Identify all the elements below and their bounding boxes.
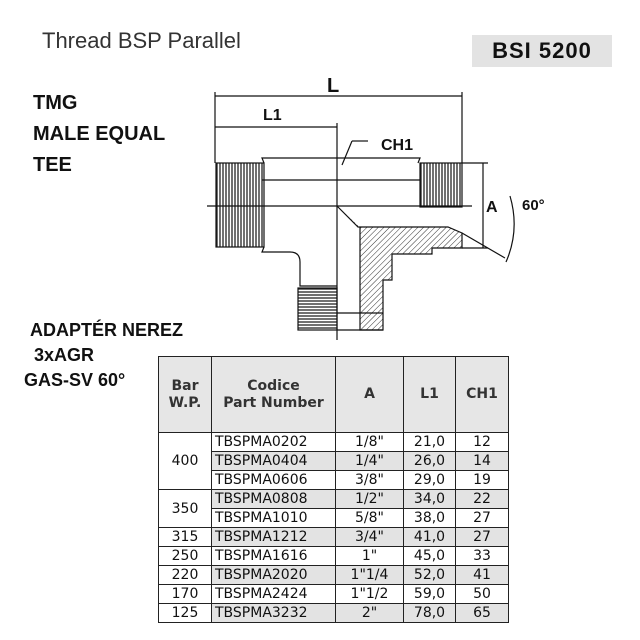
standard-badge: BSI 5200 — [472, 35, 612, 67]
cell-code: TBSPMA1010 — [211, 508, 336, 528]
cell-code: TBSPMA0202 — [211, 432, 336, 452]
dimension-CH1-label: CH1 — [381, 137, 413, 154]
cell-bar: 350 — [158, 489, 212, 528]
cell-l1: 78,0 — [403, 603, 456, 623]
cell-a: 1/4" — [335, 451, 404, 471]
cell-code: TBSPMA2424 — [211, 584, 336, 604]
product-subtitle: ADAPTÉR NEREZ 3xAGR GAS-SV 60° — [24, 318, 184, 393]
subtitle-line: 3xAGR — [34, 345, 95, 365]
cell-bar: 400 — [158, 432, 212, 490]
cell-code: TBSPMA3232 — [211, 603, 336, 623]
cell-ch1: 41 — [455, 565, 509, 585]
cell-a: 1/2" — [335, 489, 404, 509]
cell-a: 5/8" — [335, 508, 404, 528]
cell-l1: 29,0 — [403, 470, 456, 490]
cell-code: TBSPMA0404 — [211, 451, 336, 471]
cell-bar: 250 — [158, 546, 212, 566]
cell-a: 1"1/4 — [335, 565, 404, 585]
cell-l1: 26,0 — [403, 451, 456, 471]
cell-a: 2" — [335, 603, 404, 623]
product-line: TMG — [33, 92, 78, 114]
cell-a: 3/4" — [335, 527, 404, 547]
cell-code: TBSPMA1616 — [211, 546, 336, 566]
dimension-A-label: A — [486, 199, 498, 216]
cell-a: 1/8" — [335, 432, 404, 452]
cell-code: TBSPMA1212 — [211, 527, 336, 547]
cell-l1: 41,0 — [403, 527, 456, 547]
cell-ch1: 14 — [455, 451, 509, 471]
product-name: TMG MALE EQUAL TEE — [33, 88, 165, 181]
cell-bar: 220 — [158, 565, 212, 585]
dimension-L-label: L — [327, 75, 339, 97]
cell-ch1: 12 — [455, 432, 509, 452]
cell-bar: 315 — [158, 527, 212, 547]
angle-label: 60° — [522, 197, 545, 214]
cell-code: TBSPMA2020 — [211, 565, 336, 585]
cell-bar: 125 — [158, 603, 212, 623]
header-l1: L1 — [403, 356, 456, 433]
cell-ch1: 19 — [455, 470, 509, 490]
cell-l1: 34,0 — [403, 489, 456, 509]
cell-l1: 59,0 — [403, 584, 456, 604]
cell-ch1: 27 — [455, 527, 509, 547]
cell-a: 1" — [335, 546, 404, 566]
dimension-L1-label: L1 — [263, 107, 282, 124]
cell-code: TBSPMA0808 — [211, 489, 336, 509]
cell-ch1: 27 — [455, 508, 509, 528]
cell-a: 1"1/2 — [335, 584, 404, 604]
cell-ch1: 50 — [455, 584, 509, 604]
page-title: Thread BSP Parallel — [42, 28, 241, 53]
product-line: MALE EQUAL — [33, 123, 166, 145]
cell-l1: 52,0 — [403, 565, 456, 585]
cell-l1: 38,0 — [403, 508, 456, 528]
header-ch1: CH1 — [455, 356, 509, 433]
cell-ch1: 65 — [455, 603, 509, 623]
cell-code: TBSPMA0606 — [211, 470, 336, 490]
cell-bar: 170 — [158, 584, 212, 604]
header-a: A — [335, 356, 404, 433]
subtitle-line: GAS-SV 60° — [24, 370, 126, 390]
cell-ch1: 22 — [455, 489, 509, 509]
cell-ch1: 33 — [455, 546, 509, 566]
product-line: TEE — [33, 154, 72, 176]
cell-l1: 45,0 — [403, 546, 456, 566]
cell-a: 3/8" — [335, 470, 404, 490]
subtitle-line: ADAPTÉR NEREZ — [30, 320, 184, 340]
cell-l1: 21,0 — [403, 432, 456, 452]
